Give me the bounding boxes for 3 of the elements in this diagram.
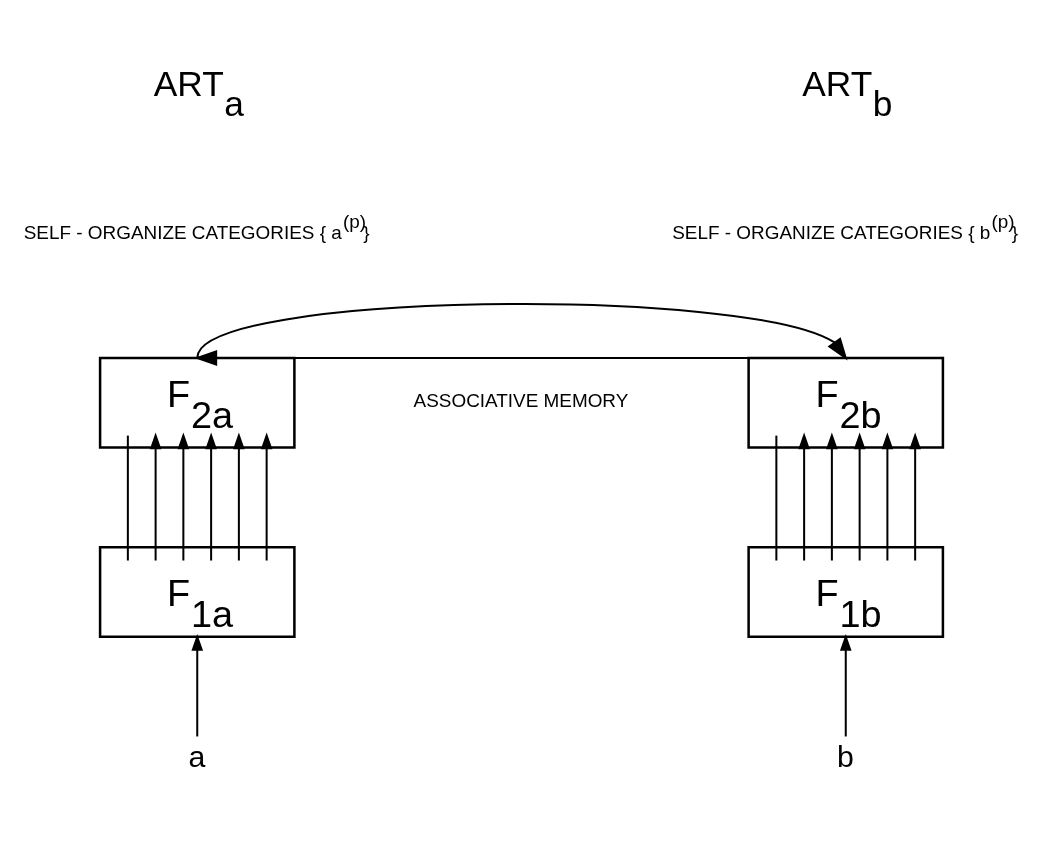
node-text: a	[188, 740, 206, 774]
node-text: b	[836, 740, 854, 774]
label: ASSOCIATIVE MEMORY	[413, 390, 629, 412]
